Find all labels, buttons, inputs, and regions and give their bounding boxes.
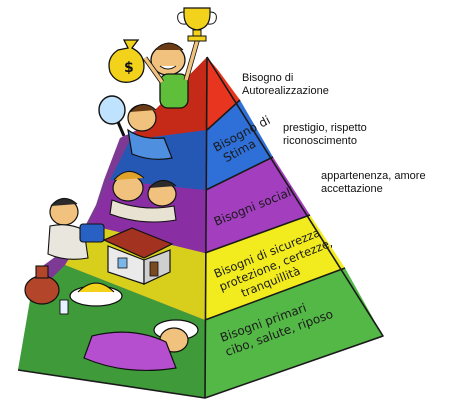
money-bag-symbol: $ xyxy=(124,60,134,76)
tier-esteem xyxy=(206,100,273,190)
tier-self-actualization xyxy=(207,57,240,130)
label-esteem-detail-line-2: riconoscimento xyxy=(283,135,357,147)
pyramid-right-face xyxy=(205,57,383,398)
figure-thinker xyxy=(47,198,105,260)
figure-top-winner xyxy=(142,37,201,109)
label-social-detail-line-2: accettazione xyxy=(321,183,383,195)
label-self-actualization-line-1: Bisogno di xyxy=(242,72,294,84)
figure-sleeping-person xyxy=(83,319,199,372)
pyramid-outline xyxy=(17,56,384,399)
food-table-icon xyxy=(24,265,123,315)
label-social-detail-line-1: appartenenza, amore xyxy=(321,170,426,182)
tier-social xyxy=(205,157,310,253)
label-social-detail: appartenenza, amore accettazione xyxy=(321,170,426,196)
label-esteem-detail-line-1: prestigio, rispetto xyxy=(283,122,367,134)
hand-mirror-icon xyxy=(98,95,126,137)
money-bag-icon: $ xyxy=(108,39,145,83)
house-icon xyxy=(102,227,174,285)
figure-social-people xyxy=(109,171,177,223)
phone-icon xyxy=(79,223,105,243)
tier-safety xyxy=(205,215,345,320)
trophy-icon xyxy=(177,7,217,42)
label-esteem-detail: prestigio, rispetto riconoscimento xyxy=(283,122,367,148)
figure-mirror-person xyxy=(127,104,173,160)
label-self-actualization: Bisogno di Autorealizzazione xyxy=(242,72,329,98)
label-self-actualization-line-2: Autorealizzazione xyxy=(242,85,329,97)
tier-basic xyxy=(205,268,383,398)
